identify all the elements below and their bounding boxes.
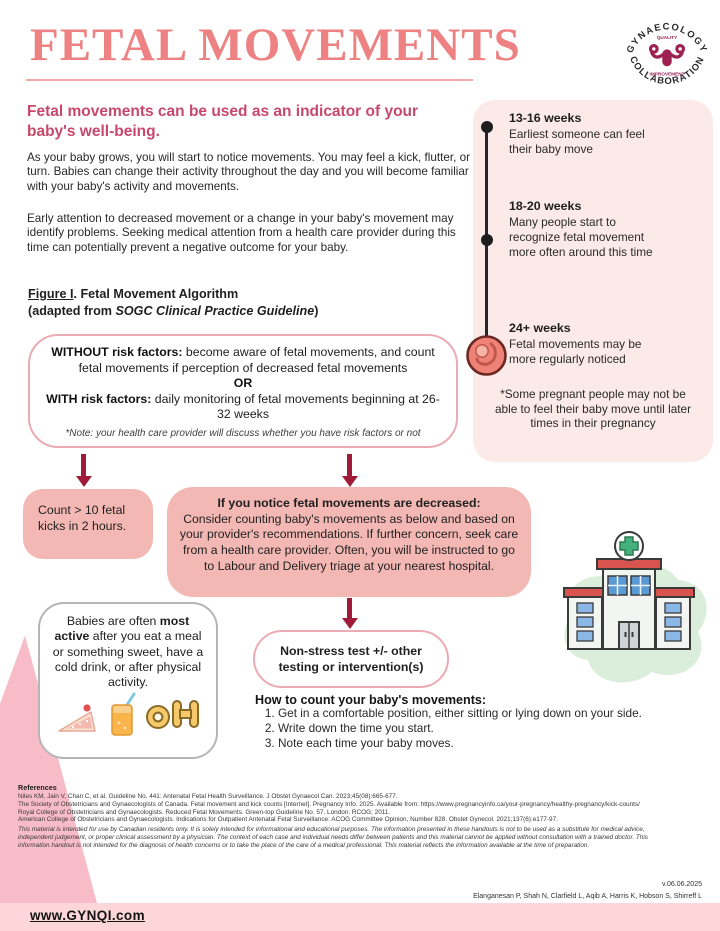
figure-caption2-italic: SOGC Clinical Practice Guideline (115, 303, 315, 318)
reference-item: The Society of Obstetricians and Gynaeco… (18, 800, 640, 808)
decreased-movements-box: If you notice fetal movements are decrea… (167, 487, 531, 597)
uterus-icon (648, 44, 686, 67)
logo-improvement-text: IMPROVEMENT (650, 72, 685, 77)
authors-line: Elanganesan P, Shah N, Clarfield L, Aqib… (473, 893, 702, 900)
arrow-down-icon (347, 454, 352, 477)
active-box-bold: most active (54, 614, 190, 644)
figure-caption-label: Figure I (28, 287, 74, 301)
timeline-footnote: *Some pregnant people may not be able to… (494, 387, 692, 431)
timeline-entry-text: Earliest someone can feel their baby mov… (509, 127, 645, 156)
disclaimer-text: This material is intended for use by Can… (18, 826, 648, 849)
references-section: References Niles KM, Jain V, Chan C, et … (18, 783, 708, 850)
references-title: References (18, 783, 57, 792)
dumbbell-icon (146, 700, 199, 730)
howto-step: Get in a comfortable position, either si… (278, 706, 708, 721)
reference-item: American College of Obstetricians and Gy… (18, 816, 558, 824)
timeline-entry: 18-20 weeks Many people start to recogni… (509, 199, 655, 259)
version-label: v.06.06.2025 (662, 881, 702, 888)
timeline-entry-text: Many people start to recognize fetal mov… (509, 215, 653, 259)
timeline-dot-icon (480, 121, 493, 133)
arrow-down-icon (81, 454, 86, 477)
arrow-down-icon (347, 598, 352, 619)
footer-bar: www.GYNQI.com (0, 903, 720, 931)
site-link[interactable]: www.GYNQI.com (30, 908, 145, 923)
cake-slice-icon (58, 704, 96, 733)
howto-step: Write down the time you start. (278, 721, 708, 736)
active-box-text: Babies are often most active after you e… (52, 614, 204, 690)
title-underline (26, 79, 473, 81)
timeline-entry-text: Fetal movements may be more regularly no… (509, 337, 642, 366)
count-kicks-box: Count > 10 fetal kicks in 2 hours. (23, 489, 153, 559)
intro-headline-line2: baby's well-being. (27, 122, 160, 140)
algorithm-box: WITHOUT risk factors: become aware of fe… (28, 334, 458, 448)
timeline-card: 13-16 weeks Earliest someone can feel th… (466, 100, 713, 462)
intro-paragraph-2: Early attention to decreased movement or… (27, 212, 456, 254)
algorithm-without-line: WITHOUT risk factors: become aware of fe… (44, 345, 442, 376)
algorithm-without-label: WITHOUT risk factors: (51, 345, 183, 359)
hospital-illustration (563, 531, 707, 683)
reference-item: Niles KM, Jain V, Chan C, et al. Guideli… (18, 793, 398, 800)
timeline-week-label: 18-20 weeks (509, 199, 582, 213)
babies-active-box: Babies are often most active after you e… (38, 602, 218, 759)
algorithm-with-line: WITH risk factors: daily monitoring of f… (44, 392, 442, 423)
algorithm-or-label: OR (233, 376, 253, 391)
active-icons-row (50, 691, 206, 738)
intro-paragraph-1: As your baby grows, you will start to no… (27, 151, 471, 193)
figure-caption2-prefix: (adapted from (28, 303, 116, 318)
figure-caption2-suffix: ) (314, 303, 319, 318)
decreased-movements-title: If you notice fetal movements are decrea… (217, 496, 481, 510)
decreased-movements-text: Consider counting baby's movements as be… (179, 511, 519, 573)
timeline-entry: 24+ weeks Fetal movements may be more re… (509, 321, 671, 367)
intro-headline-line1: Fetal movements can be used as an indica… (27, 103, 419, 120)
reference-item: Royal College of Obstetricians and Gynae… (18, 808, 391, 816)
figure-caption: Figure I. Fetal Movement Algorithm (adap… (28, 286, 318, 319)
algorithm-with-text: daily monitoring of fetal movements begi… (151, 391, 440, 422)
fetus-icon (466, 335, 507, 376)
howto-step: Note each time your baby moves. (278, 736, 708, 751)
nonstress-test-box: Non-stress test +/- other testing or int… (253, 630, 449, 688)
timeline-dot-icon (480, 234, 493, 246)
count-kicks-text: Count > 10 fetal kicks in 2 hours. (38, 503, 127, 533)
timeline-week-label: 24+ weeks (509, 321, 571, 335)
timeline-entry: 13-16 weeks Earliest someone can feel th… (509, 111, 667, 157)
nonstress-test-text: Non-stress test +/- other testing or int… (278, 644, 424, 674)
algorithm-with-label: WITH risk factors: (46, 391, 152, 406)
gynaecology-collaboration-logo-icon: GYNAECOLOGY COLLABORATION QUALITY IMPROV… (620, 8, 714, 102)
logo-quality-text: QUALITY (657, 35, 678, 40)
figure-caption-rest: . Fetal Movement Algorithm (73, 287, 239, 301)
howto-list: Get in a comfortable position, either si… (262, 706, 708, 752)
intro-headline: Fetal movements can be used as an indica… (27, 102, 487, 141)
algorithm-without-text: become aware of fetal movements, and cou… (78, 345, 435, 375)
timeline-week-label: 13-16 weeks (509, 111, 582, 125)
juice-cup-icon (111, 692, 136, 737)
howto-title: How to count your baby's movements: (255, 693, 487, 707)
algorithm-note: *Note: your health care provider will di… (65, 427, 421, 439)
page-title: FETAL MOVEMENTS (30, 19, 521, 71)
